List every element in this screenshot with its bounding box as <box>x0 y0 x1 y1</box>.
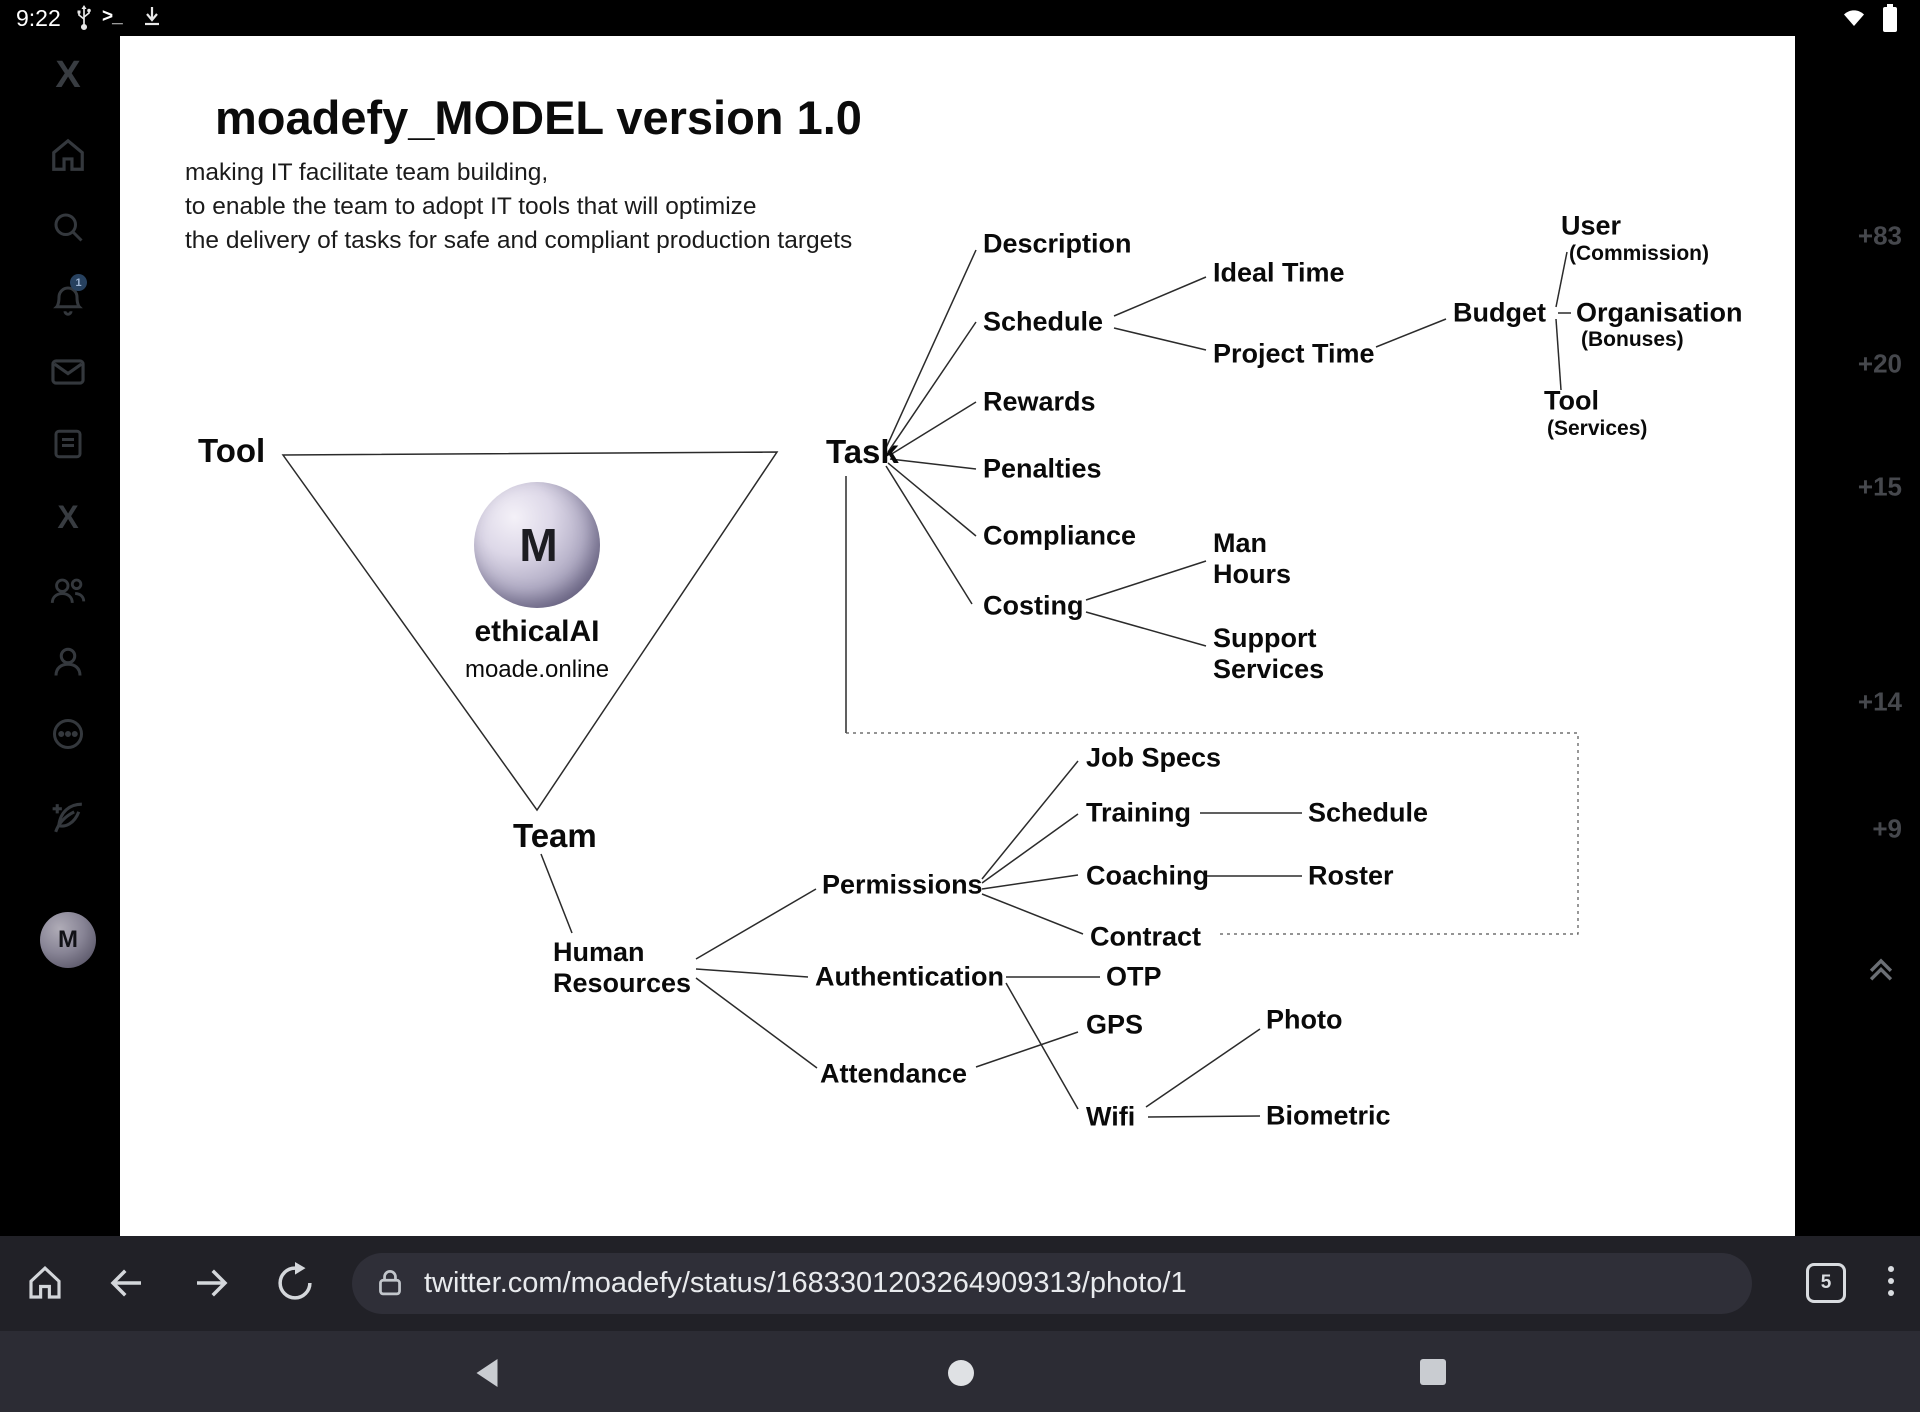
node-user: User <box>1561 210 1622 241</box>
node-organisation: Organisation <box>1576 297 1743 328</box>
nav-recents-icon[interactable] <box>1420 1359 1446 1390</box>
browser-home-icon[interactable] <box>24 1262 66 1309</box>
node-task: Task <box>826 433 899 471</box>
node-support-services: Support Services <box>1213 622 1325 684</box>
node-photo: Photo <box>1266 1004 1343 1035</box>
brand-logo-moon: M <box>474 482 600 608</box>
node-tool: Tool <box>198 432 266 470</box>
node-costing: Costing <box>983 590 1084 621</box>
node-organisation-sub: (Bonuses) <box>1581 327 1684 351</box>
tab-switcher[interactable]: 5 <box>1806 1263 1846 1303</box>
node-ideal-time: Ideal Time <box>1213 257 1345 288</box>
tab-count: 5 <box>1820 1272 1832 1293</box>
node-attendance: Attendance <box>820 1058 968 1089</box>
node-contract: Contract <box>1090 921 1202 952</box>
node-penalties: Penalties <box>983 453 1102 484</box>
search-icon[interactable] <box>50 209 86 245</box>
diagram-title: moadefy_MODEL version 1.0 <box>215 91 862 144</box>
node-roster: Roster <box>1308 860 1394 891</box>
nav-back-icon[interactable] <box>474 1359 500 1392</box>
nav-home-icon[interactable] <box>947 1359 975 1392</box>
node-otp: OTP <box>1106 961 1162 992</box>
messages-icon[interactable] <box>49 353 87 391</box>
diagram-connectors <box>281 249 1579 1118</box>
node-team: Team <box>513 817 597 855</box>
node-project-time: Project Time <box>1213 338 1375 369</box>
node-human-resources: Human Resources <box>553 936 692 998</box>
terminal-icon: >_ <box>102 6 123 27</box>
home-icon[interactable] <box>49 136 87 174</box>
url-text: twitter.com/moadefy/status/1683301203264… <box>424 1267 1187 1299</box>
communities-icon[interactable] <box>48 572 88 608</box>
node-rewards: Rewards <box>983 386 1096 417</box>
forward-icon[interactable] <box>190 1262 232 1309</box>
account-avatar[interactable]: M <box>40 912 96 968</box>
node-user-sub: (Commission) <box>1569 241 1710 265</box>
diagram-subtitle: making IT facilitate team building, to e… <box>185 159 853 254</box>
collapse-chevron-icon[interactable] <box>1864 951 1898 990</box>
browser-toolbar: twitter.com/moadefy/status/1683301203264… <box>0 1236 1920 1331</box>
notification-badge: 1 <box>70 274 87 291</box>
notifications-bell-icon[interactable]: 1 <box>50 274 87 318</box>
profile-icon[interactable] <box>50 644 86 680</box>
status-bar: 9:22 >_ <box>0 0 1920 36</box>
grok-x-icon[interactable]: X <box>57 499 79 535</box>
node-job-specs: Job Specs <box>1086 742 1222 773</box>
tweet-photo[interactable]: moadefy_MODEL version 1.0 making IT faci… <box>120 36 1795 1236</box>
usb-icon <box>76 5 92 36</box>
engagement-count: +9 <box>1872 813 1902 844</box>
more-options-icon[interactable] <box>50 716 86 752</box>
engagement-count: +20 <box>1857 348 1902 379</box>
node-training: Training <box>1086 797 1192 828</box>
x-logo-icon[interactable]: X <box>55 54 81 96</box>
wifi-icon <box>1842 7 1866 32</box>
twitter-left-rail: X 1 X M <box>0 36 120 1236</box>
node-tool-services: Tool <box>1544 385 1599 416</box>
brand-site: moade.online <box>464 656 610 684</box>
download-icon <box>142 6 162 33</box>
node-authentication: Authentication <box>815 961 1004 992</box>
node-schedule: Schedule <box>983 306 1104 337</box>
browser-menu-icon[interactable] <box>1888 1260 1894 1302</box>
engagement-count: +15 <box>1857 471 1902 502</box>
android-nav-bar <box>0 1331 1920 1412</box>
node-gps: GPS <box>1086 1009 1144 1040</box>
engagement-count: +83 <box>1857 220 1902 251</box>
node-budget: Budget <box>1453 297 1546 328</box>
node-man-hours: Man Hours <box>1213 527 1292 589</box>
engagement-count: +14 <box>1857 686 1902 717</box>
engagement-rail: +83 +20 +15 +14 +9 <box>1795 36 1920 1236</box>
address-bar[interactable]: twitter.com/moadefy/status/1683301203264… <box>352 1253 1752 1314</box>
reload-icon[interactable] <box>274 1262 316 1309</box>
compose-tweet-icon[interactable] <box>48 798 88 838</box>
node-wifi: Wifi <box>1086 1101 1136 1132</box>
brand-name: ethicalAI <box>474 614 600 648</box>
battery-icon <box>1882 4 1898 37</box>
back-icon[interactable] <box>106 1262 148 1309</box>
node-permissions: Permissions <box>822 869 983 900</box>
node-training-schedule: Schedule <box>1308 797 1429 828</box>
lists-icon[interactable] <box>50 426 86 462</box>
node-tool-services-sub: (Services) <box>1547 416 1648 440</box>
node-description: Description <box>983 228 1132 259</box>
clock: 9:22 <box>16 5 61 31</box>
node-coaching: Coaching <box>1086 860 1210 891</box>
lock-icon <box>376 1268 404 1303</box>
brand-logo-initial: M <box>519 519 557 571</box>
node-compliance: Compliance <box>983 520 1137 551</box>
node-biometric: Biometric <box>1266 1100 1391 1131</box>
